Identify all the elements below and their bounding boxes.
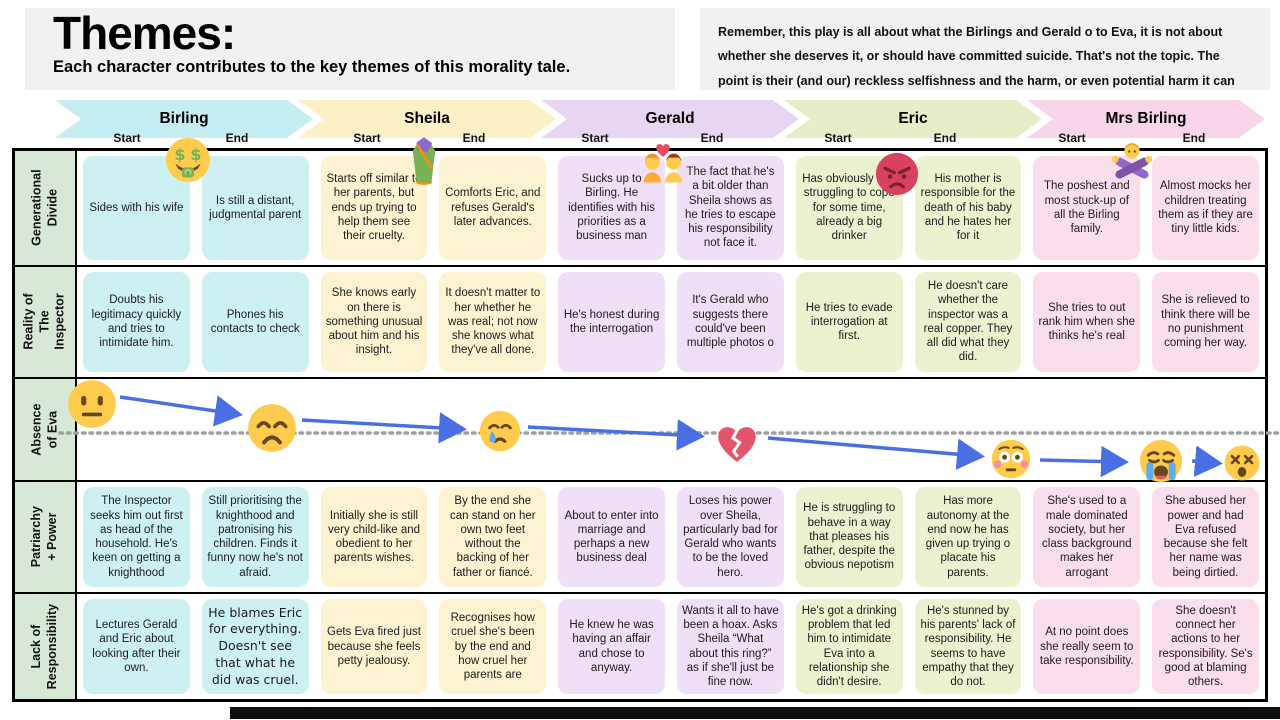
cell-sheila-start: Starts off similar to her parents, but e… — [320, 156, 428, 260]
row-absence-of-eva: Absence of Eva — [15, 379, 1265, 482]
cell-birling-start: Sides with his wife — [83, 156, 190, 260]
column-header-birling: Birling — [55, 100, 313, 138]
note-box: Remember, this play is all about what th… — [700, 8, 1270, 112]
cell-sheila-end: By the end she can stand on her own two … — [439, 486, 547, 588]
cell-sheila-end: Comforts Eric, and refuses Gerald's late… — [439, 156, 547, 260]
row-lack-of-responsibility: Lack of Responsibility Lectures Gerald a… — [15, 594, 1265, 699]
cell-mrs-birling-start: She's used to a male dominated society, … — [1033, 486, 1141, 588]
cell-gerald-start: He's honest during the interrogation — [558, 271, 665, 373]
subheader-sheila-start: Start — [353, 131, 381, 145]
column-label: Birling — [159, 110, 209, 127]
column-header-gerald: Gerald — [541, 100, 799, 138]
cell-gerald-start: About to enter into marriage and perhaps… — [558, 486, 665, 588]
cell-gerald-end: The fact that he's a bit older than Shei… — [677, 156, 784, 260]
cell-birling-end: Phones his contacts to check — [201, 271, 309, 373]
column-label: Sheila — [404, 110, 450, 127]
cell-eric-start: Has obviously bee struggling to cope for… — [795, 156, 903, 260]
cell-birling-end: He blames Eric for everything. Doesn't s… — [201, 599, 309, 694]
cell-sheila-start: Initially she is still very child-like a… — [320, 486, 428, 588]
cell-birling-start: The Inspector seeks him out first as hea… — [83, 486, 190, 588]
cell-mrs-birling-end: She doesn't connect her actions to her r… — [1152, 599, 1259, 694]
column-header-eric: Eric — [784, 100, 1042, 138]
cell-birling-start: Doubts his legitimacy quickly and tries … — [83, 271, 190, 373]
cell-gerald-start: Sucks up to Birling. He identifies with … — [558, 156, 665, 260]
cell-birling-end: Is still a distant, judgmental parent — [201, 156, 309, 260]
row-label: Patriarchy + Power — [15, 481, 77, 593]
column-label: Mrs Birling — [1105, 110, 1187, 127]
cell-mrs-birling-end: Almost mocks her children treating them … — [1152, 156, 1259, 260]
cell-mrs-birling-start: She tries to out rank him when she think… — [1033, 271, 1141, 373]
row-label: Generational Divide — [15, 151, 77, 265]
cell-sheila-start: She knows early on there is something un… — [320, 271, 428, 373]
subheader-birling-start: Start — [113, 131, 141, 145]
cell-birling-end: Still prioritising the knighthood and pa… — [201, 486, 309, 588]
cell-sheila-start: Gets Eva fired just because she feels pe… — [320, 599, 428, 694]
cell-eric-end: His mother is responsible for the death … — [914, 156, 1022, 260]
cell-mrs-birling-start: The poshest and most stuck-up of all the… — [1033, 156, 1141, 260]
cell-eric-end: He's stunned by his parents' lack of res… — [914, 599, 1022, 694]
column-header-mrs-birling: Mrs Birling — [1027, 100, 1265, 138]
row-label: Reality of The Inspector — [15, 266, 77, 378]
cell-eric-end: He doesn't care whether the inspector wa… — [914, 271, 1022, 373]
subheader-eric-start: Start — [824, 131, 852, 145]
page-subtitle: Each character contributes to the key th… — [53, 58, 571, 76]
cell-birling-start: Lectures Gerald and Eric about looking a… — [83, 599, 190, 694]
cell-mrs-birling-end: She abused her power and had Eva refused… — [1152, 486, 1259, 588]
row-label: Absence of Eva — [15, 379, 77, 480]
cell-gerald-end: Wants it all to have been a hoax. Asks S… — [677, 599, 784, 694]
subheader-gerald-start: Start — [581, 131, 609, 145]
subheader-eric-end: End — [933, 131, 957, 145]
subheader-birling-end: End — [225, 131, 249, 145]
cell-gerald-start: He knew he was having an affair and chos… — [558, 599, 665, 694]
cell-eric-end: Has more autonomy at the end now he has … — [914, 486, 1022, 588]
cell-sheila-end: Recognises how cruel she's been by the e… — [439, 599, 547, 694]
cell-eric-start: He tries to evade interrogation at first… — [795, 271, 903, 373]
cell-gerald-end: It's Gerald who suggests there could've … — [677, 271, 784, 373]
subheader-gerald-end: End — [700, 131, 724, 145]
cell-eric-start: He is struggling to behave in a way that… — [795, 486, 903, 588]
cell-mrs-birling-end: She is relieved to think there will be n… — [1152, 271, 1259, 373]
cell-gerald-end: Loses his power over Sheila, particularl… — [677, 486, 784, 588]
title-box: Themes: Each character contributes to th… — [25, 8, 675, 90]
themes-table: Generational Divide Sides with his wife … — [12, 148, 1268, 702]
column-label: Gerald — [645, 110, 695, 127]
column-header-sheila: Sheila — [298, 100, 556, 138]
subheader-mrs-birling-start: Start — [1058, 131, 1086, 145]
cell-sheila-end: It doesn't matter to her whether he was … — [439, 271, 547, 373]
page-title: Themes: — [53, 7, 236, 59]
row-generational-divide: Generational Divide Sides with his wife … — [15, 151, 1265, 267]
subheader-mrs-birling-end: End — [1182, 131, 1206, 145]
row-label: Lack of Responsibility — [15, 594, 77, 699]
subheader-sheila-end: End — [462, 131, 486, 145]
cell-eric-start: He's got a drinking problem that led him… — [795, 599, 903, 694]
eva-timeline-area — [77, 379, 1265, 480]
row-reality-of-the-inspector: Reality of The Inspector Doubts his legi… — [15, 266, 1265, 380]
bottom-bar — [230, 707, 1280, 719]
column-label: Eric — [898, 110, 928, 127]
row-patriarchy-power: Patriarchy + Power The Inspector seeks h… — [15, 481, 1265, 595]
cell-mrs-birling-start: At no point does she really seem to take… — [1033, 599, 1141, 694]
